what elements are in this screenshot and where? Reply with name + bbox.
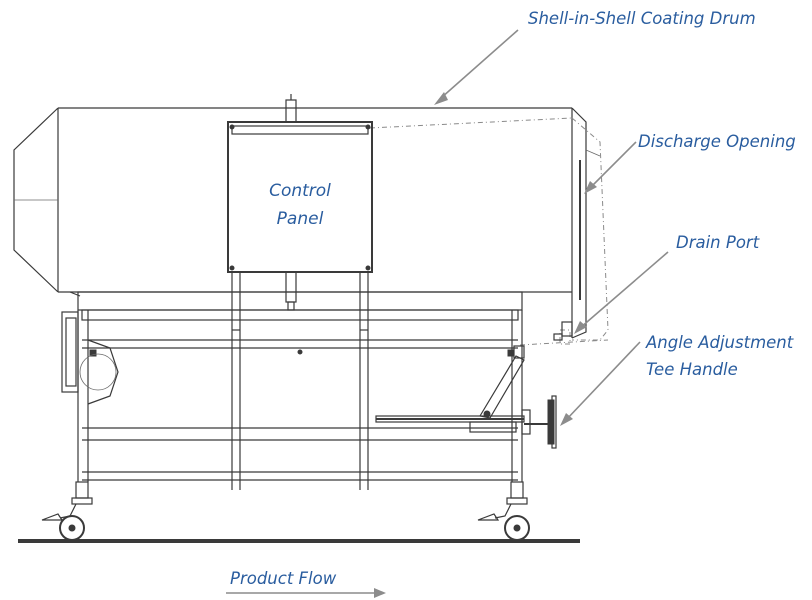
floor-line: [18, 539, 580, 543]
label-drain-port: Drain Port: [676, 233, 760, 252]
label-angle-adjustment-line2: Tee Handle: [646, 360, 738, 379]
control-panel-label-line1: Control: [269, 181, 331, 201]
label-angle-adjustment-line1: Angle Adjustment: [645, 333, 794, 352]
callout-arrows: [226, 29, 669, 598]
discharge-opening: [579, 149, 601, 300]
lower-frame: [77, 291, 523, 482]
left-caster: [41, 481, 93, 541]
label-product-flow: Product Flow: [230, 569, 337, 588]
label-discharge-opening: Discharge Opening: [638, 132, 796, 151]
right-caster: [477, 481, 530, 541]
tilted-drum-outline: [369, 117, 609, 346]
control-panel-label-line2: Panel: [277, 209, 324, 229]
angle-adjustment-mechanism: [375, 345, 557, 449]
drain-port: [553, 321, 573, 341]
motor-guard: [61, 311, 119, 405]
panel-support-post: [231, 271, 369, 490]
control-panel: Control Panel: [227, 121, 373, 273]
label-coating-drum: Shell-in-Shell Coating Drum: [528, 9, 756, 28]
